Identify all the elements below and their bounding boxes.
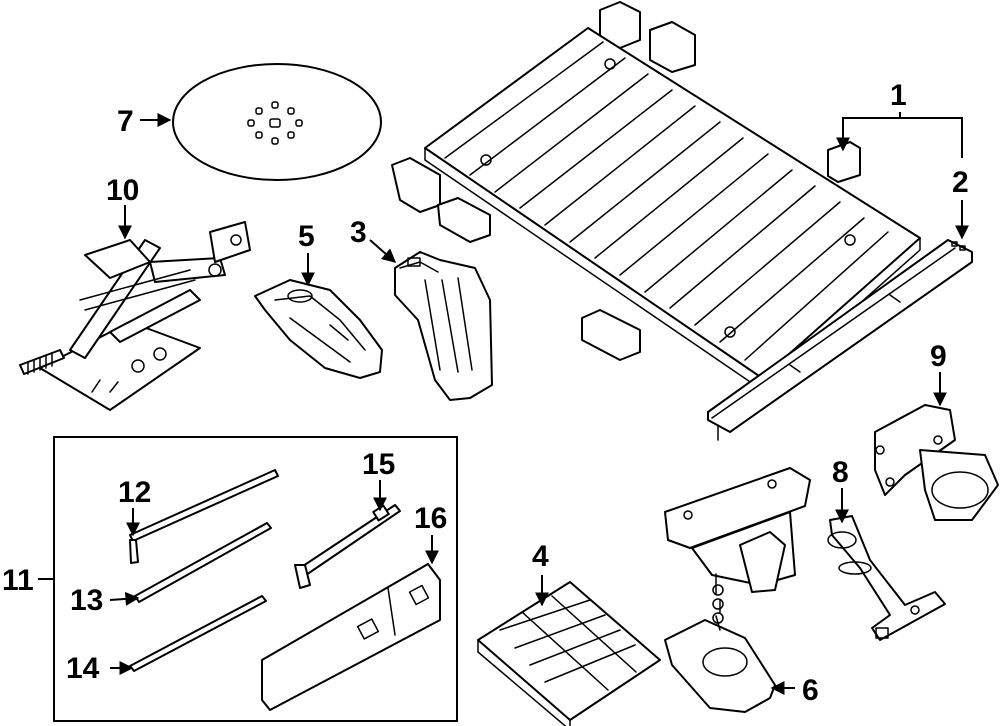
callout-5: 5 — [298, 220, 315, 253]
shaft-drawing — [827, 515, 946, 641]
hitch-housing-drawing — [874, 404, 999, 521]
callout-10: 10 — [106, 174, 139, 207]
handle-12-drawing — [129, 469, 279, 564]
callout-16: 16 — [414, 502, 447, 535]
callout-13: 13 — [70, 584, 103, 617]
tire-winch-drawing — [664, 467, 811, 713]
callout-9: 9 — [930, 340, 947, 373]
callout-8: 8 — [832, 456, 849, 489]
callout-6: 6 — [802, 674, 819, 707]
storage-bracket-drawing — [394, 251, 493, 401]
callout-12: 12 — [118, 476, 151, 509]
cross-sill-drawing — [707, 239, 973, 441]
jack-drawing — [19, 221, 251, 411]
callout-7: 7 — [117, 105, 134, 138]
callout-3: 3 — [350, 216, 367, 249]
tool-holder-drawing — [254, 279, 383, 379]
callout-11: 11 — [2, 564, 34, 597]
tire-cover-drawing — [172, 63, 382, 181]
callout-4: 4 — [532, 540, 549, 573]
bed-floor-drawing — [391, 1, 921, 391]
callout-1: 1 — [890, 79, 907, 112]
callout-14: 14 — [66, 652, 100, 685]
callout-15: 15 — [362, 448, 395, 481]
extension-14-drawing — [129, 595, 267, 672]
extension-13-drawing — [134, 522, 272, 603]
leader-lines — [38, 112, 969, 695]
floor-bracket-drawing — [477, 581, 661, 726]
callout-2: 2 — [952, 166, 969, 199]
tool-bag-16-drawing — [261, 563, 441, 711]
wrench-15-drawing — [294, 504, 401, 589]
